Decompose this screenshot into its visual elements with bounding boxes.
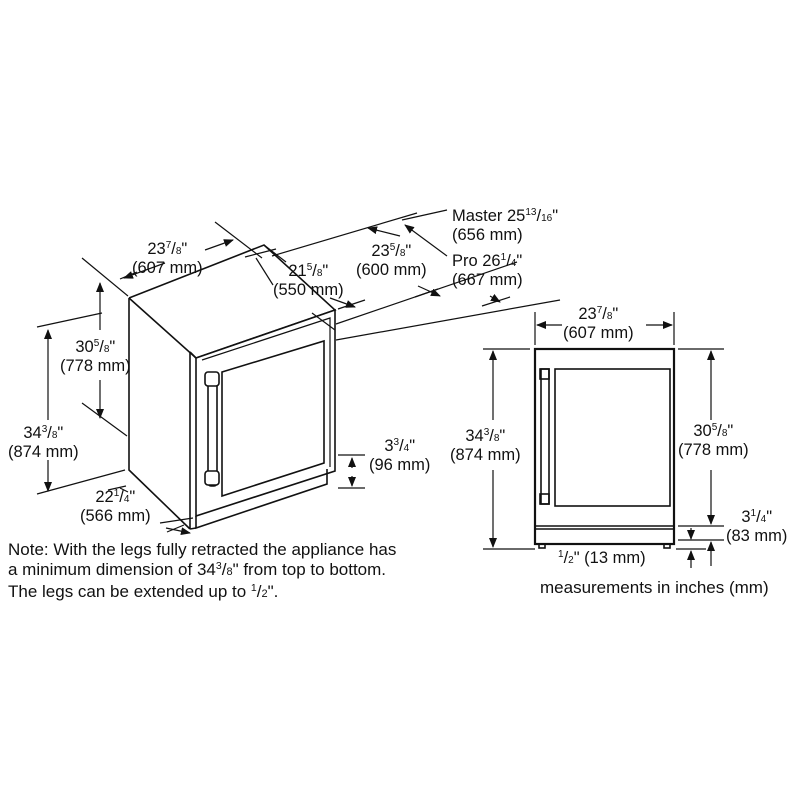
iso-width-label: 237/8" (607 mm) xyxy=(132,240,203,277)
units-legend: measurements in inches (mm) xyxy=(540,578,769,597)
legs-note: Note: With the legs fully retracted the … xyxy=(8,540,396,605)
iso-total-height-label: 343/8" (874 mm) xyxy=(8,424,79,461)
front-total-height-label: 343/8" (874 mm) xyxy=(450,427,521,464)
front-view-dimensions xyxy=(483,312,724,568)
front-base-height-label: 31/4" (83 mm) xyxy=(726,508,788,545)
note-line-3: The legs can be extended up to 1/2". xyxy=(8,582,279,601)
iso-toe-kick-label: 33/4" (96 mm) xyxy=(369,437,431,474)
note-line-2: a minimum dimension of 343/8" from top t… xyxy=(8,559,387,579)
iso-depth-pro-label: Pro 261/4" (667 mm) xyxy=(452,252,523,289)
isometric-cabinet xyxy=(128,244,561,530)
iso-side-depth-label: 221/4" (566 mm) xyxy=(80,488,151,525)
note-line-1: Note: With the legs fully retracted the … xyxy=(8,540,397,559)
iso-depth-door-label: 235/8" (600 mm) xyxy=(356,242,427,279)
front-width-label: 237/8" (607 mm) xyxy=(563,305,634,342)
iso-depth-cabinet-label: 215/8" (550 mm) xyxy=(273,262,344,299)
isometric-dimensions xyxy=(36,209,511,536)
iso-depth-master-label: Master 2513/16" (656 mm) xyxy=(452,207,559,244)
iso-door-height-label: 305/8" (778 mm) xyxy=(60,338,131,375)
front-leg-height-label: 1/2" (13 mm) xyxy=(558,549,646,567)
front-view-cabinet xyxy=(533,347,676,549)
front-door-height-label: 305/8" (778 mm) xyxy=(678,422,749,459)
